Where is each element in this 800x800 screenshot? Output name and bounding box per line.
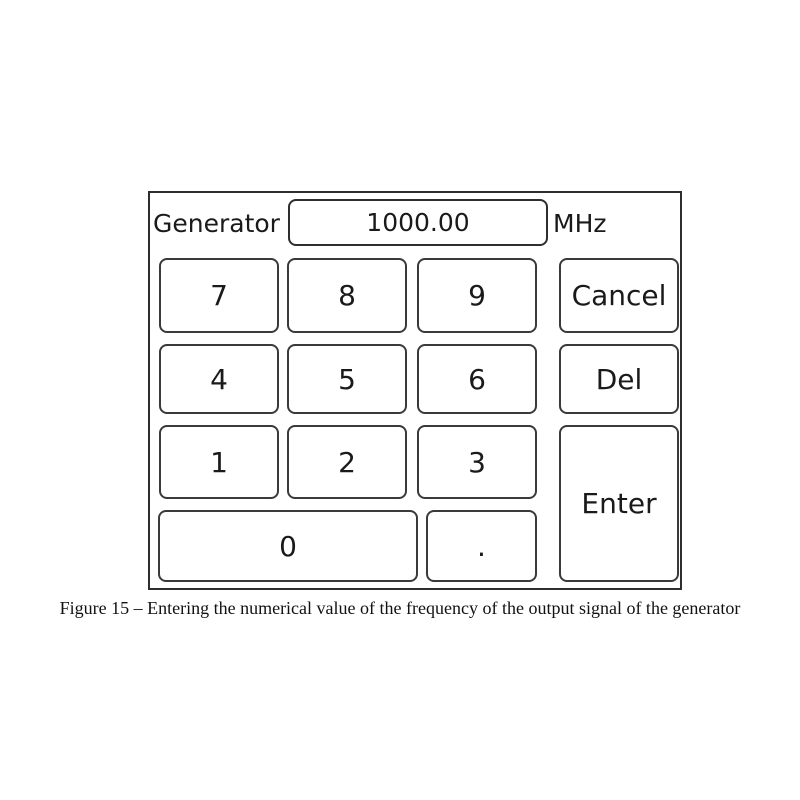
figure-caption: Figure 15 – Entering the numerical value… (59, 598, 741, 618)
key-2[interactable]: 2 (287, 425, 407, 499)
key-6[interactable]: 6 (417, 344, 537, 414)
unit-label: MHz (553, 209, 607, 238)
key-7[interactable]: 7 (159, 258, 279, 333)
key-decimal[interactable]: . (426, 510, 537, 582)
key-3[interactable]: 3 (417, 425, 537, 499)
key-0[interactable]: 0 (158, 510, 418, 582)
key-9[interactable]: 9 (417, 258, 537, 333)
frequency-display[interactable]: 1000.00 (288, 199, 548, 246)
key-5[interactable]: 5 (287, 344, 407, 414)
generator-keypad-panel: Generator 1000.00 MHz 7 8 9 Cancel 4 5 6… (148, 191, 682, 590)
cancel-button[interactable]: Cancel (559, 258, 679, 333)
key-8[interactable]: 8 (287, 258, 407, 333)
key-1[interactable]: 1 (159, 425, 279, 499)
enter-button[interactable]: Enter (559, 425, 679, 582)
generator-label: Generator (153, 209, 280, 238)
key-4[interactable]: 4 (159, 344, 279, 414)
del-button[interactable]: Del (559, 344, 679, 414)
